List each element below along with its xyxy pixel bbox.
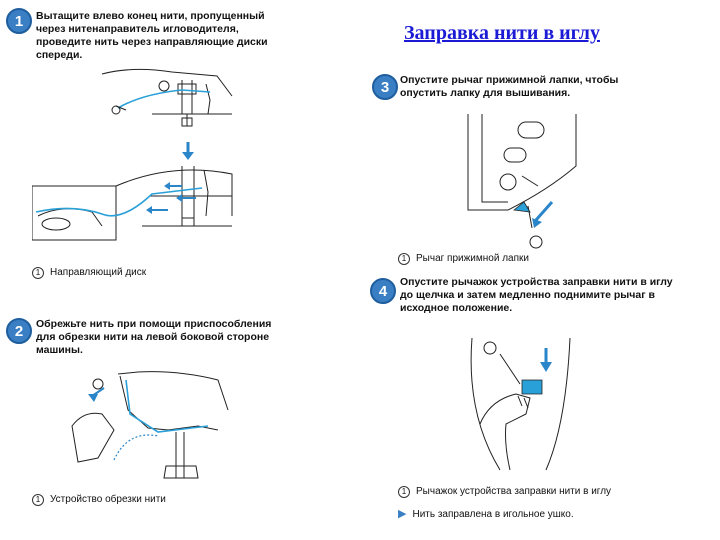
- step-4-badge: 4: [370, 278, 396, 304]
- step-2-caption-text: Устройство обрезки нити: [50, 494, 166, 505]
- step-1-text: Вытащите влево конец нити, пропущенный ч…: [36, 10, 268, 61]
- step-1-caption: 1 Направляющий диск: [32, 266, 146, 279]
- step-3-illustration: [458, 110, 598, 252]
- step-3-caption-text: Рычаг прижимной лапки: [416, 253, 529, 264]
- step-4-caption-text: Рычажок устройства заправки нити в иглу: [416, 486, 612, 497]
- step-3-text: Опустите рычаг прижимной лапки, чтобы оп…: [400, 74, 619, 99]
- callout-number: 1: [398, 486, 410, 498]
- result-arrow-icon: ▶: [398, 508, 407, 520]
- step-3-caption: 1 Рычаг прижимной лапки: [398, 252, 529, 265]
- step-1-caption-text: Направляющий диск: [50, 267, 147, 278]
- step-4-result-text: Нить заправлена в игольное ушко.: [412, 509, 574, 520]
- step-1-badge: 1: [6, 8, 32, 34]
- callout-number: 1: [32, 494, 44, 506]
- step-3-badge: 3: [372, 74, 398, 100]
- step-4-text: Опустите рычажок устройства заправки нит…: [400, 276, 673, 314]
- step-4-illustration: [460, 334, 580, 474]
- callout-number: 1: [32, 267, 44, 279]
- step-1-illustration: [32, 66, 242, 262]
- page-title: Заправка нити в иглу: [404, 22, 600, 44]
- step-2-text: Обрежьте нить при помощи приспособления …: [36, 318, 272, 356]
- step-2-caption: 1 Устройство обрезки нити: [32, 493, 166, 506]
- step-4-result: ▶ Нить заправлена в игольное ушко.: [398, 508, 574, 521]
- step-2-badge: 2: [6, 318, 32, 344]
- step-2-illustration: [58, 370, 248, 488]
- callout-number: 1: [398, 253, 410, 265]
- step-4-caption: 1 Рычажок устройства заправки нити в иглу: [398, 485, 611, 498]
